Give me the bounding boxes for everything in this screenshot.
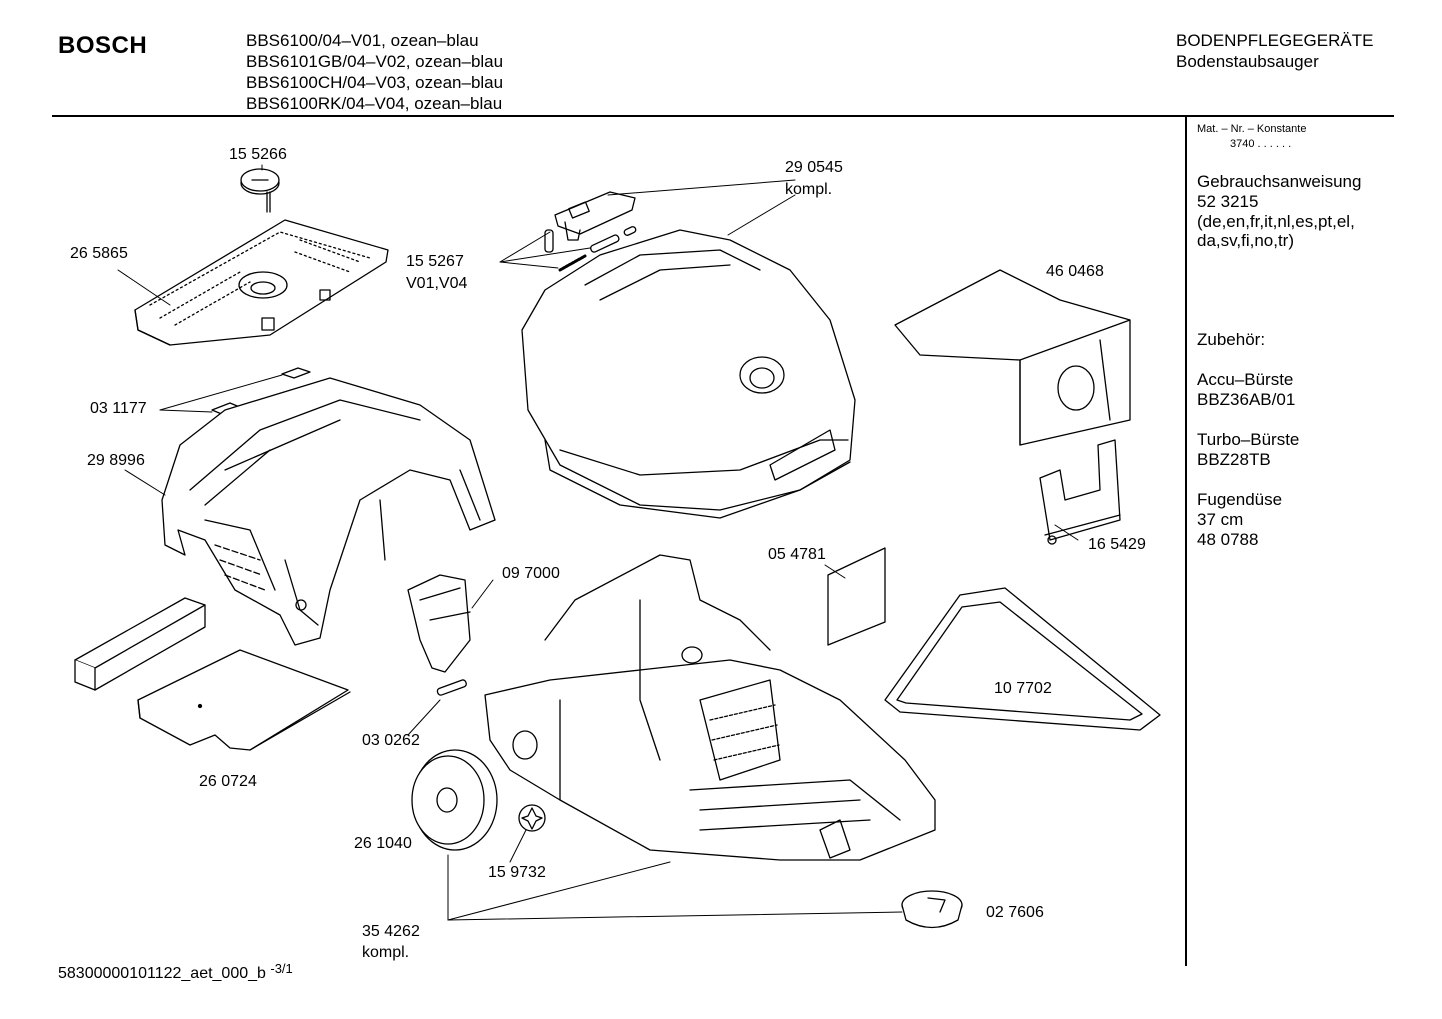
part-label: 29 0545	[785, 159, 843, 176]
mat-value: 3740 . . . . . .	[1230, 138, 1292, 150]
manual-languages: (de,en,fr,it,nl,es,pt,el,	[1197, 212, 1355, 231]
part-label: 10 7702	[994, 680, 1052, 697]
sidebar-divider	[1185, 116, 1187, 966]
part-label: 26 1040	[354, 835, 412, 852]
model-list: BBS6100/04–V01, ozean–blau BBS6101GB/04–…	[246, 30, 503, 114]
category-subtitle: Bodenstaubsauger	[1176, 52, 1319, 71]
part-label: 26 0724	[199, 773, 257, 790]
model-line: BBS6101GB/04–V02, ozean–blau	[246, 52, 504, 71]
part-label: kompl.	[362, 944, 410, 961]
accessory-name: Fugendüse	[1197, 490, 1283, 509]
part-label: 46 0468	[1046, 263, 1104, 280]
model-line: BBS6100/04–V01, ozean–blau	[246, 31, 479, 50]
part-label: 29 8996	[87, 452, 145, 469]
dust-bag-part	[895, 270, 1130, 445]
filter-cover-part	[135, 220, 388, 345]
filter-pad-part	[828, 548, 885, 645]
foam-block-part	[75, 598, 205, 690]
category-title: BODENPFLEGEGERÄTE	[1176, 31, 1374, 50]
bag-holder-part	[1040, 440, 1120, 544]
part-label: 15 5267	[406, 253, 464, 270]
document-code: 58300000101122_aet_000_b -3/1	[58, 961, 293, 983]
part-label: 09 7000	[502, 565, 560, 582]
accessories-title: Zubehör:	[1197, 330, 1266, 349]
accessory-name: Turbo–Bürste	[1197, 430, 1300, 449]
part-label: 15 9732	[488, 864, 546, 881]
part-label: 35 4262	[362, 923, 420, 940]
part-label: 02 7606	[986, 904, 1044, 921]
leader-lines	[118, 165, 1078, 920]
part-label: 26 5865	[70, 245, 128, 262]
part-label: 05 4781	[768, 546, 826, 563]
part-label: 16 5429	[1088, 536, 1146, 553]
page-number: -3/1	[270, 961, 293, 976]
wheel-part	[412, 750, 497, 850]
part-label: 15 5266	[229, 146, 287, 163]
manual-title: Gebrauchsanweisung	[1197, 172, 1362, 191]
accessory-code: BBZ28TB	[1197, 450, 1271, 469]
manual-number: 52 3215	[1197, 192, 1259, 211]
knob-part	[241, 169, 279, 212]
part-label: V01,V04	[406, 275, 468, 292]
air-duct-part	[408, 575, 470, 672]
model-line: BBS6100CH/04–V03, ozean–blau	[246, 73, 504, 92]
document-code-text: 58300000101122_aet_000_b	[58, 965, 266, 982]
hub-star-part	[519, 805, 545, 831]
pin-part	[437, 679, 468, 696]
mat-label: Mat. – Nr. – Konstante	[1197, 123, 1307, 135]
manual-languages: da,sv,fi,no,tr)	[1197, 231, 1294, 250]
housing-part	[162, 378, 495, 645]
accessory-name: Accu–Bürste	[1197, 370, 1294, 389]
header-divider	[52, 115, 1394, 117]
filter-plate-part	[138, 650, 350, 750]
accessory-code: 37 cm	[1197, 510, 1244, 529]
part-label: kompl.	[785, 181, 833, 198]
spring-pin-parts	[545, 226, 637, 270]
category-block: BODENPFLEGEGERÄTE Bodenstaubsauger	[1176, 30, 1373, 72]
accessory-extra: 48 0788	[1197, 530, 1259, 549]
accessory-code: BBZ36AB/01	[1197, 390, 1296, 409]
part-label: 03 0262	[362, 732, 420, 749]
model-line: BBS6100RK/04–V04, ozean–blau	[246, 94, 503, 113]
part-label: 03 1177	[90, 400, 147, 417]
gasket-part	[885, 588, 1160, 730]
release-button-part	[555, 192, 635, 240]
top-lid-part	[522, 230, 855, 518]
castor-part	[902, 891, 962, 928]
base-body-part	[485, 555, 935, 860]
brand-logo-text: BOSCH	[58, 32, 148, 59]
